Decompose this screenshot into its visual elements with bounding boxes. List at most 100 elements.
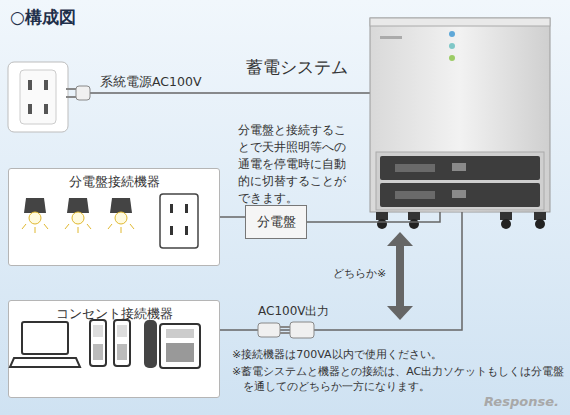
- supply-cord: [90, 92, 370, 94]
- caster: [500, 212, 512, 220]
- phone-screen: [93, 325, 103, 337]
- device-group-box: 分電盤接続機器: [8, 168, 220, 266]
- arrow-head: [387, 306, 413, 320]
- cabinet-badge: [380, 36, 402, 39]
- lamp-shade: [67, 198, 89, 213]
- arrow-head: [387, 232, 413, 246]
- ceiling-lamp: [65, 198, 91, 233]
- phone-keypad: [117, 344, 127, 360]
- connector-line: [220, 216, 245, 218]
- connector-line: [307, 212, 440, 222]
- outlet-plate: [20, 70, 56, 124]
- lamp-ray: [78, 227, 79, 233]
- cabinet-top: [370, 18, 550, 26]
- supply-plug: [66, 86, 90, 100]
- footnote: ※接続機器は700VA以内で使用ください。: [232, 347, 442, 362]
- phone-keypad: [93, 344, 103, 360]
- plug-body: [76, 86, 90, 100]
- caster: [376, 212, 388, 220]
- indicator-light: [449, 43, 455, 49]
- storage-cabinet: [370, 18, 550, 229]
- laptop-icon: [10, 322, 80, 367]
- node-heading: コンセント接続機器: [9, 306, 219, 323]
- lamp-bulb: [115, 212, 127, 224]
- footnote: ※蓄電システムと機器との接続は、AC出力ソケットもしくは分電盤を通してのどちらか…: [232, 364, 566, 394]
- laptop-base: [10, 358, 80, 367]
- lamp-ray: [121, 227, 122, 233]
- drawer-handle: [395, 164, 435, 172]
- battery-drawer: [380, 156, 540, 180]
- lamp-ray: [65, 224, 69, 229]
- connector-label: AC100V出力: [258, 303, 330, 320]
- phone-keypad: [166, 343, 194, 362]
- either-label: どちらか※: [333, 266, 386, 281]
- outlet-slot: [185, 204, 188, 213]
- mobile-phone-icon: [114, 320, 130, 366]
- caster: [534, 212, 546, 220]
- distribution-board-box: 分電盤: [245, 205, 307, 239]
- laptop-screen: [22, 322, 68, 354]
- plug-body: [258, 323, 280, 337]
- drawer-display: [452, 190, 466, 198]
- output-plug: [258, 322, 314, 338]
- drawer-handle: [395, 191, 435, 199]
- indicator-light: [449, 31, 455, 37]
- drawer-bay: [376, 152, 544, 210]
- outlet-slot: [185, 226, 188, 235]
- ceiling-lamp: [22, 198, 48, 233]
- caster-wheel: [409, 219, 419, 229]
- node-heading: 分電盤接続機器: [9, 174, 219, 191]
- cabinet-body: [370, 18, 550, 212]
- indicator-light: [449, 55, 455, 61]
- storage-system: 蓄電システム: [370, 18, 550, 212]
- plug-prong: [66, 96, 76, 98]
- lamp-ray: [108, 224, 112, 229]
- lamp-bulb: [29, 212, 41, 224]
- phone-display: [166, 329, 194, 338]
- outlet-frame: [160, 194, 198, 248]
- phone-screen: [117, 325, 127, 337]
- caster-wheel: [501, 219, 511, 229]
- lamp-ray: [22, 224, 26, 229]
- caster-wheel: [377, 219, 387, 229]
- lamp-ray: [44, 224, 48, 229]
- outlet-slot: [170, 204, 173, 213]
- plug-prong: [280, 332, 290, 334]
- outlet-slot: [28, 80, 32, 90]
- phone-body: [90, 320, 106, 366]
- node-heading: 分電盤: [257, 213, 296, 231]
- arrow-shaft: [396, 245, 404, 307]
- drawer-display: [452, 163, 466, 171]
- lamp-shade: [110, 198, 132, 213]
- supply-label: 系統電源AC100V: [100, 74, 201, 91]
- outlet-slot: [44, 104, 48, 114]
- lamp-ray: [35, 227, 36, 233]
- plug-prong: [66, 88, 76, 90]
- desk-phone-icon: [144, 320, 200, 368]
- note-text: 分電盤と接続することで天井照明等への通電を停電時に自動的に切替することができます…: [238, 122, 354, 207]
- lamp-ray: [130, 224, 134, 229]
- outlet-frame: [8, 62, 68, 132]
- lamp-shade: [24, 198, 46, 213]
- phone-base: [160, 324, 200, 368]
- diagram-title: ○構成図: [10, 6, 76, 29]
- watermark: Response.: [484, 394, 559, 409]
- caster: [408, 212, 420, 220]
- wall-outlet: [8, 62, 68, 132]
- outlet-icon: [160, 194, 198, 248]
- plug-prong: [280, 326, 290, 328]
- ceiling-lamp: [108, 198, 134, 233]
- outlet-slot: [28, 104, 32, 114]
- phone-handset: [144, 320, 157, 368]
- lamp-ray: [87, 224, 91, 229]
- device-group-box: コンセント接続機器: [8, 300, 220, 398]
- socket-body: [290, 322, 314, 338]
- outlet-slot: [44, 80, 48, 90]
- mobile-phone-icon: [90, 320, 106, 366]
- battery-drawer: [380, 183, 540, 207]
- phone-body: [114, 320, 130, 366]
- node-heading: 蓄電システム: [246, 56, 348, 79]
